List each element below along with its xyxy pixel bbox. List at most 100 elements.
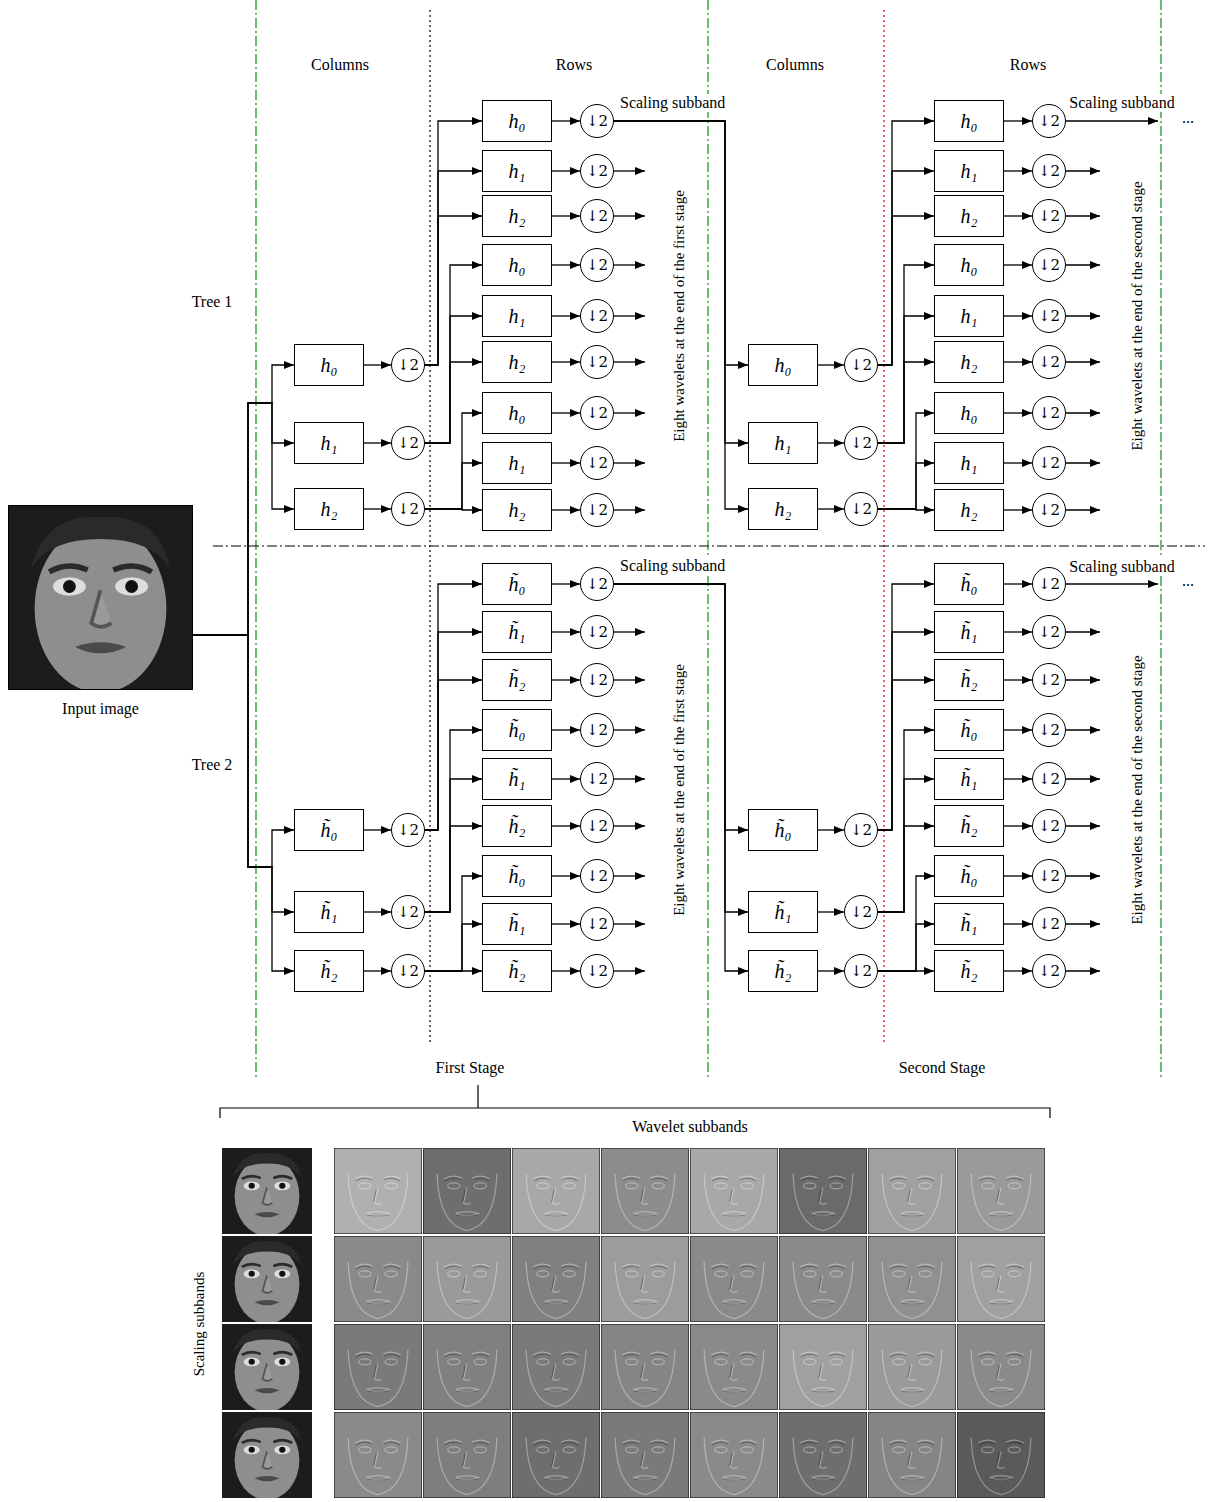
wavelet-tile	[690, 1148, 778, 1234]
signal-line	[818, 911, 844, 912]
output-arrow	[614, 923, 645, 924]
filter-box: h̃₁	[934, 758, 1004, 800]
vertical-label: Eight wavelets at the end of the first s…	[671, 662, 688, 918]
wavelet-tile	[868, 1412, 956, 1498]
text-label: First Stage	[434, 1059, 507, 1077]
filter-label: h̃₁	[509, 622, 526, 642]
downsample-label: ↓2	[586, 819, 608, 834]
stage-divider	[1160, 0, 1161, 1080]
downsample-circle: ↓2	[1032, 713, 1066, 747]
filter-label: h₀	[961, 111, 978, 131]
signal-line	[425, 265, 482, 443]
downsample-label: ↓2	[1038, 625, 1060, 640]
downsample-label: ↓2	[586, 355, 608, 370]
wavelet-tile	[512, 1236, 600, 1322]
signal-line	[425, 362, 482, 443]
filter-label: h̃₀	[961, 720, 978, 740]
signal-line	[552, 923, 580, 924]
output-arrow	[614, 264, 645, 265]
downsample-label: ↓2	[397, 905, 419, 920]
filter-box: h₂	[482, 489, 552, 531]
filter-label: h₂	[961, 352, 978, 372]
output-arrow	[1066, 462, 1100, 463]
output-arrow	[1066, 412, 1100, 413]
wavelet-tile	[601, 1412, 689, 1498]
text-label: Rows	[1008, 56, 1048, 74]
signal-line	[878, 413, 934, 509]
signal-line	[552, 679, 580, 680]
signal-line	[552, 170, 580, 171]
downsample-label: ↓2	[586, 964, 608, 979]
downsample-label: ↓2	[1038, 964, 1060, 979]
filter-label: h₁	[961, 453, 978, 473]
output-arrow	[614, 729, 645, 730]
output-arrow	[1066, 215, 1100, 216]
input-image: Input image	[8, 505, 193, 690]
downsample-label: ↓2	[586, 209, 608, 224]
signal-line	[1004, 679, 1032, 680]
signal-line	[1004, 875, 1032, 876]
signal-line	[1004, 361, 1032, 362]
wavelet-tile	[601, 1324, 689, 1410]
downsample-label: ↓2	[1038, 673, 1060, 688]
signal-line	[552, 875, 580, 876]
filter-box: h̃₀	[482, 563, 552, 605]
signal-line	[425, 509, 482, 510]
filter-label: h₀	[321, 355, 338, 375]
filter-label: h̃₁	[321, 902, 338, 922]
text-label: Tree 2	[190, 756, 235, 774]
signal-line	[552, 264, 580, 265]
downsample-label: ↓2	[1038, 114, 1060, 129]
downsample-circle: ↓2	[1032, 248, 1066, 282]
wavelet-tile	[779, 1236, 867, 1322]
output-arrow	[614, 778, 645, 779]
vertical-label: Scaling subbands	[191, 1270, 208, 1379]
filter-label: h₀	[961, 403, 978, 423]
downsample-label: ↓2	[1038, 209, 1060, 224]
filter-box: h₀	[294, 344, 364, 386]
filter-label: h₀	[509, 111, 526, 131]
downsample-circle: ↓2	[580, 762, 614, 796]
wavelet-tile	[957, 1412, 1045, 1498]
downsample-circle: ↓2	[580, 345, 614, 379]
downsample-label: ↓2	[397, 964, 419, 979]
text-label: Tree 1	[190, 293, 235, 311]
downsample-circle: ↓2	[1032, 663, 1066, 697]
vertical-label: Eight wavelets at the end of the second …	[1129, 179, 1146, 452]
filter-box: h̃₂	[748, 950, 818, 992]
signal-line	[878, 584, 934, 830]
signal-line	[878, 509, 934, 510]
filter-box: h₀	[482, 392, 552, 434]
signal-line	[425, 680, 482, 830]
signal-line	[1004, 462, 1032, 463]
filter-box: h̃₂	[482, 950, 552, 992]
signal-line	[552, 583, 580, 584]
filter-box: h₁	[482, 150, 552, 192]
filter-label: h̃₀	[961, 574, 978, 594]
filter-box: h₀	[934, 392, 1004, 434]
output-arrow	[1066, 875, 1100, 876]
output-arrow	[1066, 583, 1158, 584]
signal-line	[425, 826, 482, 912]
output-arrow	[1066, 923, 1100, 924]
wavelet-tile	[334, 1412, 422, 1498]
output-arrow	[1066, 729, 1100, 730]
filter-box: h₀	[482, 100, 552, 142]
filter-label: h̃₂	[509, 816, 526, 836]
filter-box: h₂	[934, 489, 1004, 531]
downsample-circle: ↓2	[580, 248, 614, 282]
downsample-label: ↓2	[850, 823, 872, 838]
downsample-label: ↓2	[586, 406, 608, 421]
filter-box: h̃₁	[934, 903, 1004, 945]
filter-box: h̃₀	[934, 855, 1004, 897]
filter-box: h₁	[482, 442, 552, 484]
filter-box: h₁	[934, 442, 1004, 484]
downsample-label: ↓2	[850, 964, 872, 979]
wavelet-tile	[779, 1324, 867, 1410]
downsample-circle: ↓2	[580, 493, 614, 527]
filter-box: h₀	[748, 344, 818, 386]
signal-line	[425, 924, 482, 971]
signal-line	[1004, 315, 1032, 316]
filter-label: h₁	[775, 433, 792, 453]
signal-line	[552, 315, 580, 316]
